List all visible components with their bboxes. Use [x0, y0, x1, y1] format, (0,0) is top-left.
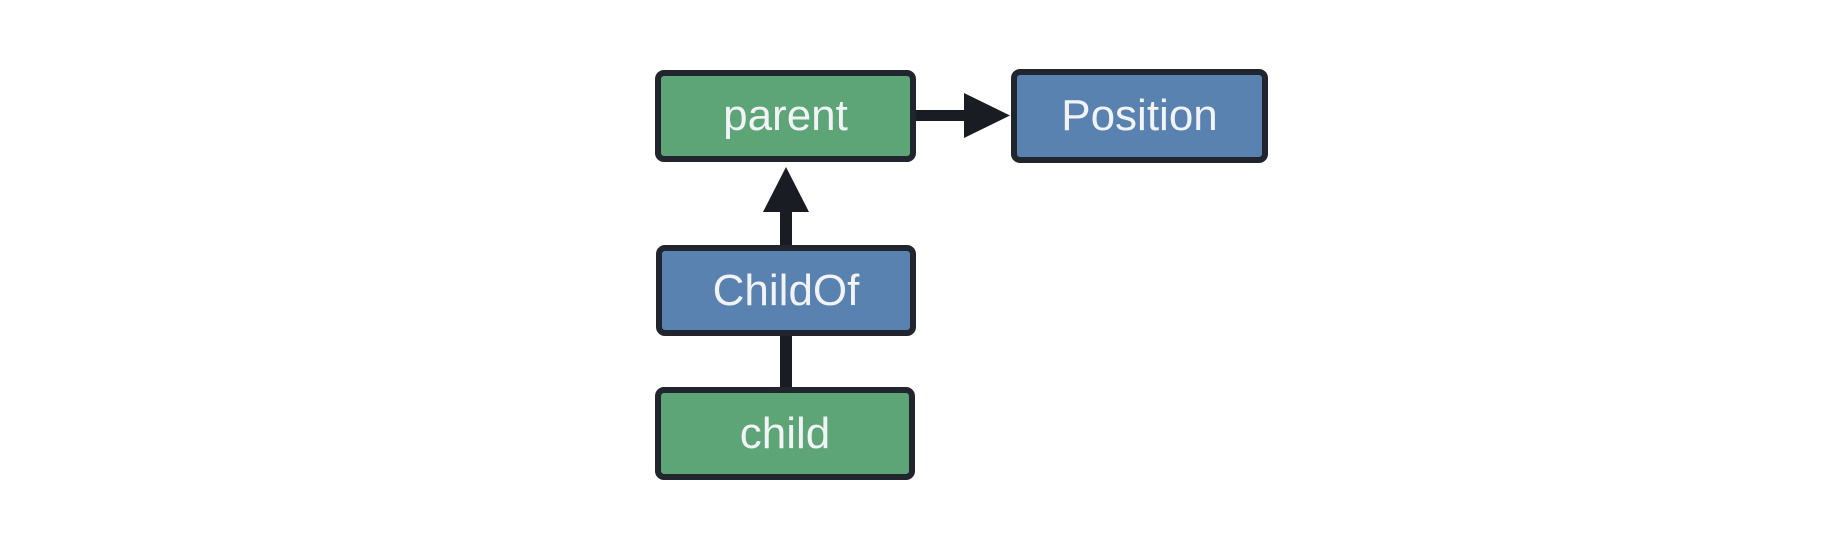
node-position-label: Position	[1061, 91, 1218, 140]
arrowhead-up-icon	[763, 167, 809, 212]
node-child-label: child	[739, 408, 831, 458]
node-position: Position	[1011, 69, 1268, 163]
node-parent-label: parent	[723, 91, 848, 140]
node-childof-label: ChildOf	[712, 265, 860, 315]
node-parent: parent	[655, 70, 916, 162]
node-child: child	[655, 387, 915, 480]
arrowhead-right-icon	[964, 93, 1010, 138]
edge-childof-to-parent	[763, 167, 809, 248]
edge-shaft	[780, 210, 792, 248]
node-childof: ChildOf	[656, 245, 916, 336]
edge-shaft	[910, 110, 968, 121]
edge-child-to-childof	[780, 333, 792, 390]
edge-line	[780, 333, 792, 390]
edge-parent-to-position	[910, 93, 1010, 138]
